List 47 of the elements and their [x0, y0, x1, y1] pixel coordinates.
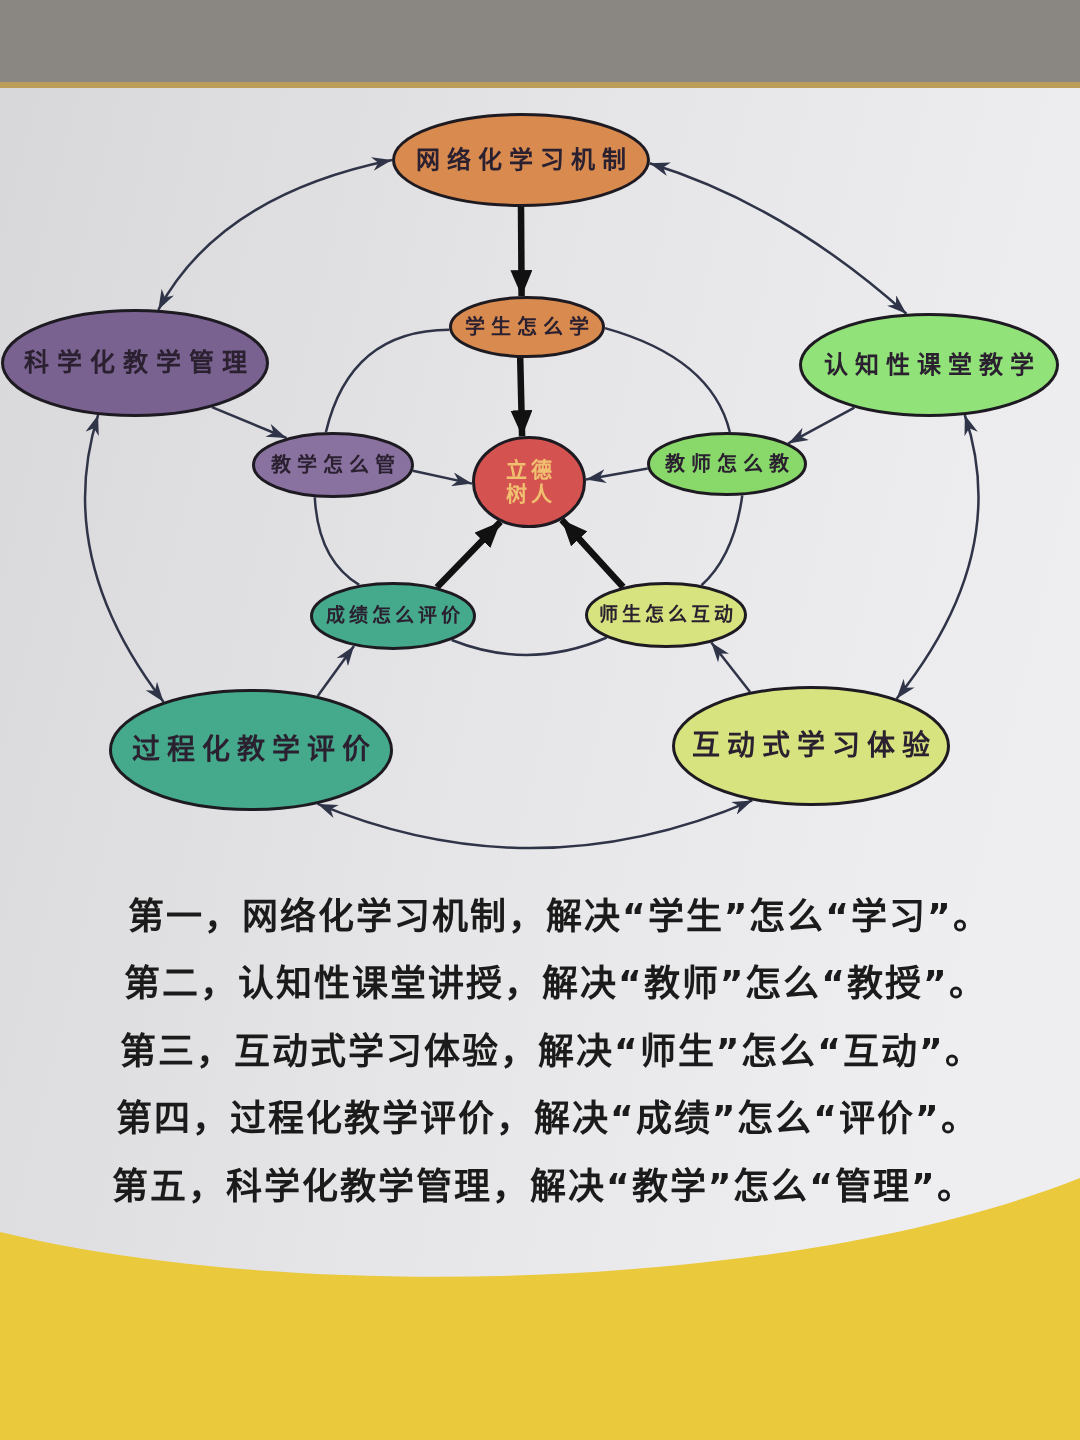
ellipse-node	[472, 436, 586, 528]
node-label: 教师怎么教	[664, 452, 795, 476]
double-arrow	[895, 414, 980, 700]
arrow	[434, 519, 503, 590]
arrow	[510, 206, 533, 297]
ellipse-node	[310, 582, 476, 650]
double-arrow	[649, 162, 908, 315]
ellipse-node	[109, 689, 393, 811]
node-label: 过程化教学评价	[131, 733, 377, 767]
node-label: 网络化学习机制	[415, 146, 633, 174]
connector-line	[604, 326, 731, 433]
node-label: 成绩怎么评价	[325, 605, 464, 627]
statement-line: 第四，过程化教学评价，解决“成绩”怎么“评价”。	[116, 1097, 979, 1141]
double-arrow	[317, 799, 753, 850]
statement-line: 第三，互动式学习体验，解决“师生”怎么“互动”。	[120, 1030, 983, 1074]
double-arrow	[84, 414, 165, 703]
arrow	[412, 469, 473, 487]
arrow	[211, 406, 287, 440]
node-label: 学生怎么学	[464, 315, 595, 339]
node-label: 教学怎么管	[270, 453, 401, 477]
arrow	[510, 357, 533, 437]
arrow	[559, 517, 626, 590]
statement-line: 第一，网络化学习机制，解决“学生”怎么“学习”。	[128, 895, 991, 939]
arrow	[710, 641, 752, 693]
statement-line: 第二，认知性课堂讲授，解决“教师”怎么“教授”。	[124, 962, 987, 1006]
arrow	[585, 467, 649, 483]
ellipse-node	[585, 582, 747, 648]
node-label: 互动式学习体验	[691, 729, 937, 763]
arrow	[316, 645, 355, 697]
node-label: 立德树人	[505, 457, 557, 507]
connector-line	[700, 495, 744, 587]
double-arrow	[157, 157, 393, 311]
ellipse-node	[392, 113, 650, 207]
node-label: 认知性课堂教学	[823, 351, 1041, 379]
connector-line	[313, 497, 360, 586]
ellipse-node	[449, 296, 605, 358]
arrow	[787, 406, 855, 445]
connector-line	[451, 636, 608, 657]
ellipse-node	[672, 686, 950, 806]
ellipse-node	[799, 313, 1059, 417]
ellipse-node	[1, 309, 269, 417]
connector-line	[324, 328, 450, 433]
statement-line: 第五，科学化教学管理，解决“教学”怎么“管理”。	[112, 1165, 975, 1209]
node-label: 师生怎么互动	[598, 604, 737, 626]
ellipse-node	[647, 432, 807, 496]
node-label: 科学化教学管理	[22, 348, 255, 378]
ellipse-node	[252, 432, 414, 498]
